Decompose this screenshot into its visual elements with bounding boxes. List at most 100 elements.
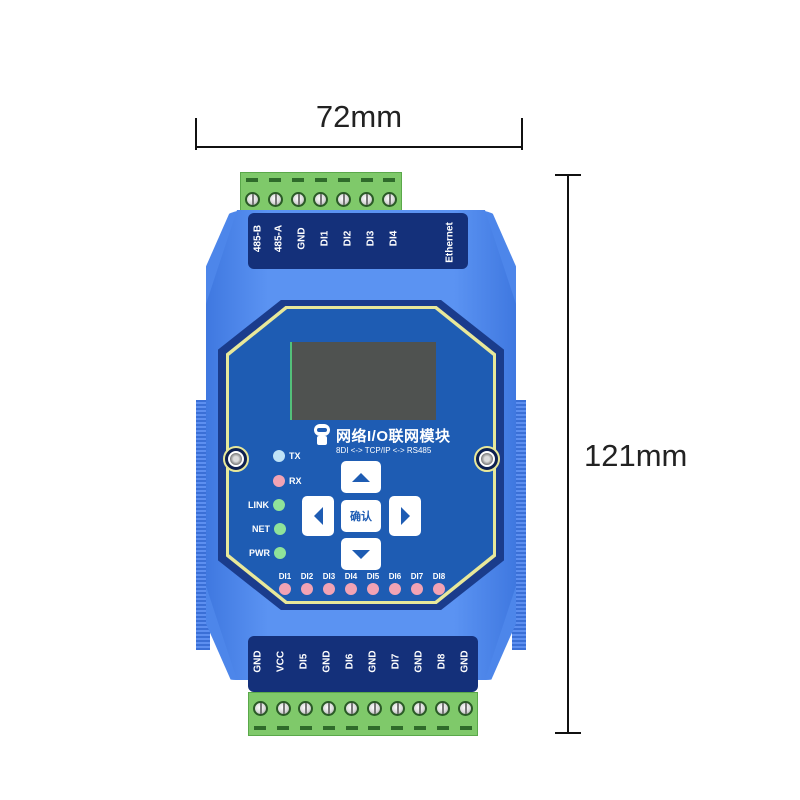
right-button[interactable] bbox=[389, 496, 421, 536]
ethernet-port-label: Ethernet bbox=[444, 222, 456, 263]
pin-label: GND bbox=[321, 650, 333, 673]
device-title: 网络I/O联网模块 bbox=[336, 427, 451, 445]
led-indicator-icon bbox=[274, 547, 286, 559]
height-dimension-line bbox=[567, 174, 569, 734]
width-dimension-cap-right bbox=[521, 118, 523, 150]
terminal-slot bbox=[269, 178, 282, 182]
screw-icon bbox=[412, 700, 428, 716]
led-pwr: PWR bbox=[249, 547, 286, 559]
screw-icon bbox=[244, 191, 260, 207]
terminal-slot bbox=[277, 726, 290, 730]
screw-icon bbox=[321, 700, 337, 716]
led-indicator-icon bbox=[273, 450, 285, 462]
screw-icon bbox=[389, 700, 405, 716]
pin-label: DI8 bbox=[436, 653, 448, 670]
screw-icon bbox=[313, 191, 329, 207]
terminal-slot bbox=[337, 178, 350, 182]
led-indicator-icon bbox=[433, 583, 445, 595]
terminal-slot bbox=[360, 178, 373, 182]
terminal-screws bbox=[241, 187, 401, 211]
screw-icon bbox=[366, 700, 382, 716]
led-link: LINK bbox=[248, 499, 285, 511]
terminal-slot bbox=[391, 726, 404, 730]
led-rx: RX bbox=[273, 475, 302, 487]
top-label-strip: 485-B 485-A GND DI1 DI2 DI3 DI4 Ethernet bbox=[248, 213, 468, 269]
led-indicator-icon bbox=[273, 475, 285, 487]
pin-label: DI6 bbox=[344, 653, 356, 670]
pin-label: GND bbox=[252, 650, 264, 673]
right-arrow-icon bbox=[400, 507, 410, 525]
terminal-slot bbox=[322, 726, 335, 730]
led-indicator-icon bbox=[389, 583, 401, 595]
pin-label: DI4 bbox=[388, 230, 400, 247]
down-button[interactable] bbox=[341, 538, 381, 570]
pin-label: GND bbox=[296, 227, 308, 250]
led-net: NET bbox=[252, 523, 286, 535]
di-led-3: DI3 bbox=[321, 572, 337, 595]
terminal-slot bbox=[413, 726, 426, 730]
led-label: TX bbox=[289, 451, 301, 461]
led-label: NET bbox=[252, 524, 270, 534]
pin-label: GND bbox=[413, 650, 425, 673]
bottom-label-strip: GND VCC DI5 GND DI6 GND DI7 GND DI8 GND bbox=[248, 636, 478, 692]
terminal-slot bbox=[246, 178, 259, 182]
pin-label: DI5 bbox=[298, 653, 310, 670]
device-subtitle: 8DI <-> TCP/IP <-> RS485 bbox=[336, 446, 432, 455]
terminal-screws bbox=[249, 695, 477, 721]
pin-label: DI2 bbox=[342, 230, 354, 247]
robot-logo-icon bbox=[312, 424, 332, 446]
bottom-terminal-block bbox=[248, 692, 478, 736]
down-arrow-icon bbox=[352, 549, 370, 559]
di-led-5: DI5 bbox=[365, 572, 381, 595]
terminal-slot bbox=[345, 726, 358, 730]
screw-icon bbox=[359, 191, 375, 207]
pin-label: GND bbox=[459, 650, 471, 673]
screw-icon bbox=[458, 700, 474, 716]
led-indicator-icon bbox=[367, 583, 379, 595]
screw-icon bbox=[336, 191, 352, 207]
up-arrow-icon bbox=[352, 472, 370, 482]
screw-icon bbox=[252, 700, 268, 716]
width-label: 72mm bbox=[315, 99, 403, 134]
height-dimension-cap-bottom bbox=[555, 732, 581, 734]
terminal-slot bbox=[383, 178, 396, 182]
led-label: RX bbox=[289, 476, 302, 486]
screw-icon bbox=[381, 191, 397, 207]
terminal-slots bbox=[241, 173, 401, 187]
led-indicator-icon bbox=[274, 523, 286, 535]
led-label: LINK bbox=[248, 500, 269, 510]
left-arrow-icon bbox=[313, 507, 323, 525]
brand: 网络I/O联网模块 bbox=[312, 424, 451, 446]
height-dimension-cap-top bbox=[555, 174, 581, 176]
di-led-1: DI1 bbox=[277, 572, 293, 595]
terminal-slot bbox=[299, 726, 312, 730]
screw-icon bbox=[275, 700, 291, 716]
left-button[interactable] bbox=[302, 496, 334, 536]
confirm-button[interactable]: 确认 bbox=[341, 500, 381, 532]
di-led-7: DI7 bbox=[409, 572, 425, 595]
terminal-slot bbox=[314, 178, 327, 182]
screw-icon bbox=[267, 191, 283, 207]
screw-icon bbox=[435, 700, 451, 716]
di-led-4: DI4 bbox=[343, 572, 359, 595]
up-button[interactable] bbox=[341, 461, 381, 493]
terminal-slot bbox=[368, 726, 381, 730]
lcd-display bbox=[290, 342, 436, 420]
mounting-screw-right-icon bbox=[474, 446, 500, 472]
pin-label: DI7 bbox=[390, 653, 402, 670]
led-indicator-icon bbox=[279, 583, 291, 595]
di-led-2: DI2 bbox=[299, 572, 315, 595]
pin-label: GND bbox=[367, 650, 379, 673]
screw-icon bbox=[344, 700, 360, 716]
terminal-slot bbox=[292, 178, 305, 182]
confirm-label: 确认 bbox=[350, 511, 372, 523]
terminal-slot bbox=[254, 726, 267, 730]
top-terminal-block bbox=[240, 172, 402, 214]
led-indicator-icon bbox=[323, 583, 335, 595]
terminal-slots bbox=[249, 721, 477, 735]
led-indicator-icon bbox=[301, 583, 313, 595]
led-tx: TX bbox=[273, 450, 301, 462]
pin-label: DI1 bbox=[319, 230, 331, 247]
led-indicator-icon bbox=[411, 583, 423, 595]
led-indicator-icon bbox=[345, 583, 357, 595]
